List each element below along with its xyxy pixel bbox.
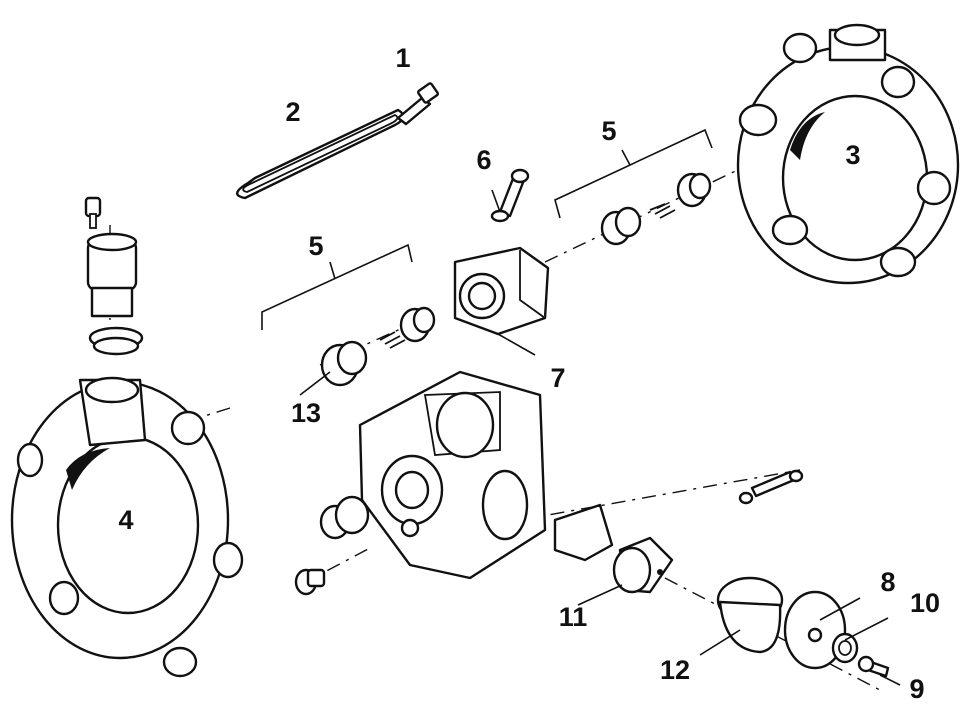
- part-12-diaphragm: [716, 576, 784, 654]
- part-10-nut: [831, 632, 859, 664]
- callout-labels: 1 2 3 4 5 5 6 7 8 9 10 11 12 13: [118, 43, 940, 704]
- part-1-bolt: [396, 82, 439, 126]
- callout-5-left: 5: [308, 231, 323, 261]
- inlet-fitting-assembly: [84, 196, 144, 356]
- axis-right-valve: [544, 164, 749, 263]
- callout-12: 12: [660, 655, 690, 685]
- part-5-left-valve-stack: [320, 306, 436, 387]
- callout-9: 9: [909, 674, 924, 704]
- callout-13: 13: [291, 398, 321, 428]
- callout-10: 10: [910, 588, 940, 618]
- callout-7: 7: [550, 363, 565, 393]
- connecting-bracket: [553, 503, 614, 562]
- drain-plug: [294, 568, 326, 596]
- part-8-washer: [783, 590, 847, 670]
- leader-lines: [299, 189, 901, 686]
- callout-5-right: 5: [601, 116, 616, 146]
- axis-diaphragm: [664, 577, 881, 691]
- pump-body: [358, 370, 547, 580]
- callout-4: 4: [118, 505, 133, 535]
- callout-2: 2: [285, 97, 300, 127]
- callout-1: 1: [395, 43, 410, 73]
- callout-5-brackets: [261, 128, 713, 330]
- part-11-piston: [612, 536, 674, 594]
- part-3-right-cover: [736, 23, 960, 285]
- cover-3-lug-1: [782, 32, 818, 64]
- part-4-left-cover: [10, 376, 244, 678]
- shaft-pin: [738, 469, 804, 505]
- part-9-bolt: [857, 655, 890, 678]
- callout-8: 8: [880, 567, 895, 597]
- callout-3: 3: [845, 140, 860, 170]
- shaft-seals: [319, 495, 370, 540]
- part-2-dipstick: [236, 108, 405, 200]
- part-5-right-valve-stack: [600, 172, 712, 246]
- callout-11: 11: [559, 602, 588, 632]
- callout-6: 6: [476, 145, 491, 175]
- part-6-screw: [490, 168, 530, 223]
- bracket-left: [261, 243, 413, 330]
- part-7-manifold-block: [453, 246, 550, 336]
